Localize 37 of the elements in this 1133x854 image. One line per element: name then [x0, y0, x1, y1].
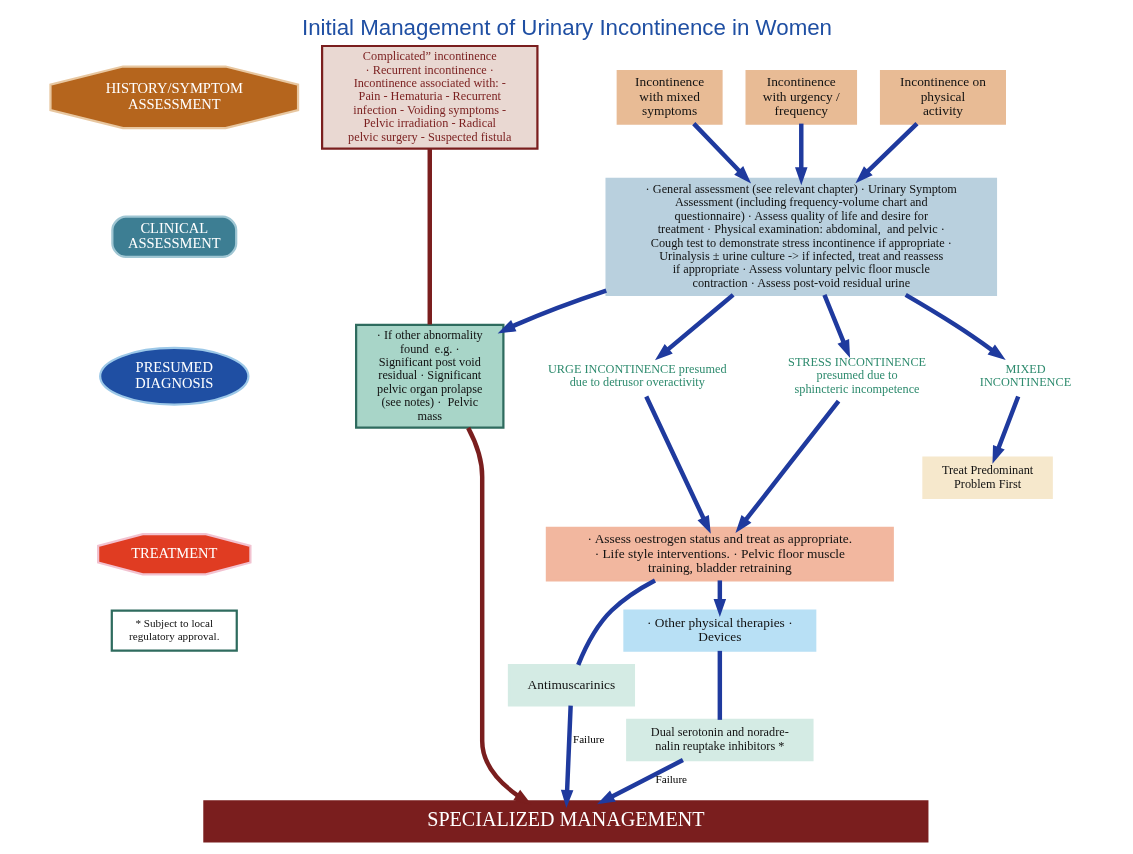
connector [717, 650, 722, 720]
node-text: STRESS INCONTINENCE presumed due to sphincteric incompetence [787, 354, 926, 396]
node-box: · If other abnormality found e.g. · Significant post void residual · Significant pelvic organ prolapse (see notes) · Pelvic mass [354, 323, 504, 429]
node-box: SPECIALIZED MANAGEMENT [202, 800, 928, 843]
node-box: * Subject to local regulatory approval. [110, 609, 238, 652]
arrow [991, 395, 1020, 464]
arrow [560, 705, 573, 808]
node-box: · General assessment (see relevant chapter) · Urinary Symptom Assessment (including frequency-volume chart and questionnaire) · Assess quality of life and desire for treatment · Physical examination: abdominal, and pelvic · Cough test to demonstrate stress incontinence if appropriate · Urinalysis ± urine culture -> if infected, treat and reassess if appropriate · Assess voluntary pelvic floor muscle contraction · Assess post-void residual urine [604, 177, 997, 296]
node-box: · Other physical therapies · Devices [622, 609, 816, 652]
node-text: MIXED INCONTINENCE [979, 361, 1071, 390]
node-box: · Assess oestrogen status and treat as appropriate. · Life style interventions. · Pelvic floor muscle training, bladder retraining [545, 526, 894, 582]
node-ellipse: PRESUMED DIAGNOSIS [98, 346, 249, 406]
node-box: Treat Predominant Problem First [921, 456, 1053, 499]
arrow [794, 123, 808, 186]
arrow [643, 395, 711, 534]
node-box: Dual serotonin and noradre-nalin reuptake inhibitors * [625, 718, 814, 762]
node-box: Incontinence with mixed symptoms [616, 70, 723, 125]
arrow [734, 399, 840, 534]
edge-label: Failure [572, 732, 605, 745]
connector [427, 148, 432, 325]
node-box: Incontinence on physical activity [879, 70, 1006, 125]
arrow [691, 122, 751, 184]
connector [575, 578, 656, 666]
node-text: URGE INCONTINENCE presumed due to detrusor overactivity [547, 361, 727, 390]
arrow [904, 293, 1006, 361]
node-box: Incontinence with urgency / frequency [745, 70, 857, 125]
diagram-title: Initial Management of Urinary Incontinence in Women [301, 14, 832, 40]
arrow [713, 580, 726, 618]
arrow [497, 288, 607, 334]
arrow [596, 758, 684, 805]
node-box: CLINICAL ASSESSMENT [110, 215, 237, 258]
node-box: Complicated” incontinence · Recurrent incontinence · Incontinence associated with: - Pain - Hematuria - Recurrent infection - Voiding symptoms - Pelvic irradiation - Radical pelvic surgery - Suspected fistula [320, 44, 539, 150]
arrow [854, 122, 918, 184]
node-box: Antimuscarinics [507, 664, 635, 707]
arrow [654, 293, 735, 361]
arrow [821, 294, 850, 358]
edge-label: Failure [655, 773, 687, 786]
